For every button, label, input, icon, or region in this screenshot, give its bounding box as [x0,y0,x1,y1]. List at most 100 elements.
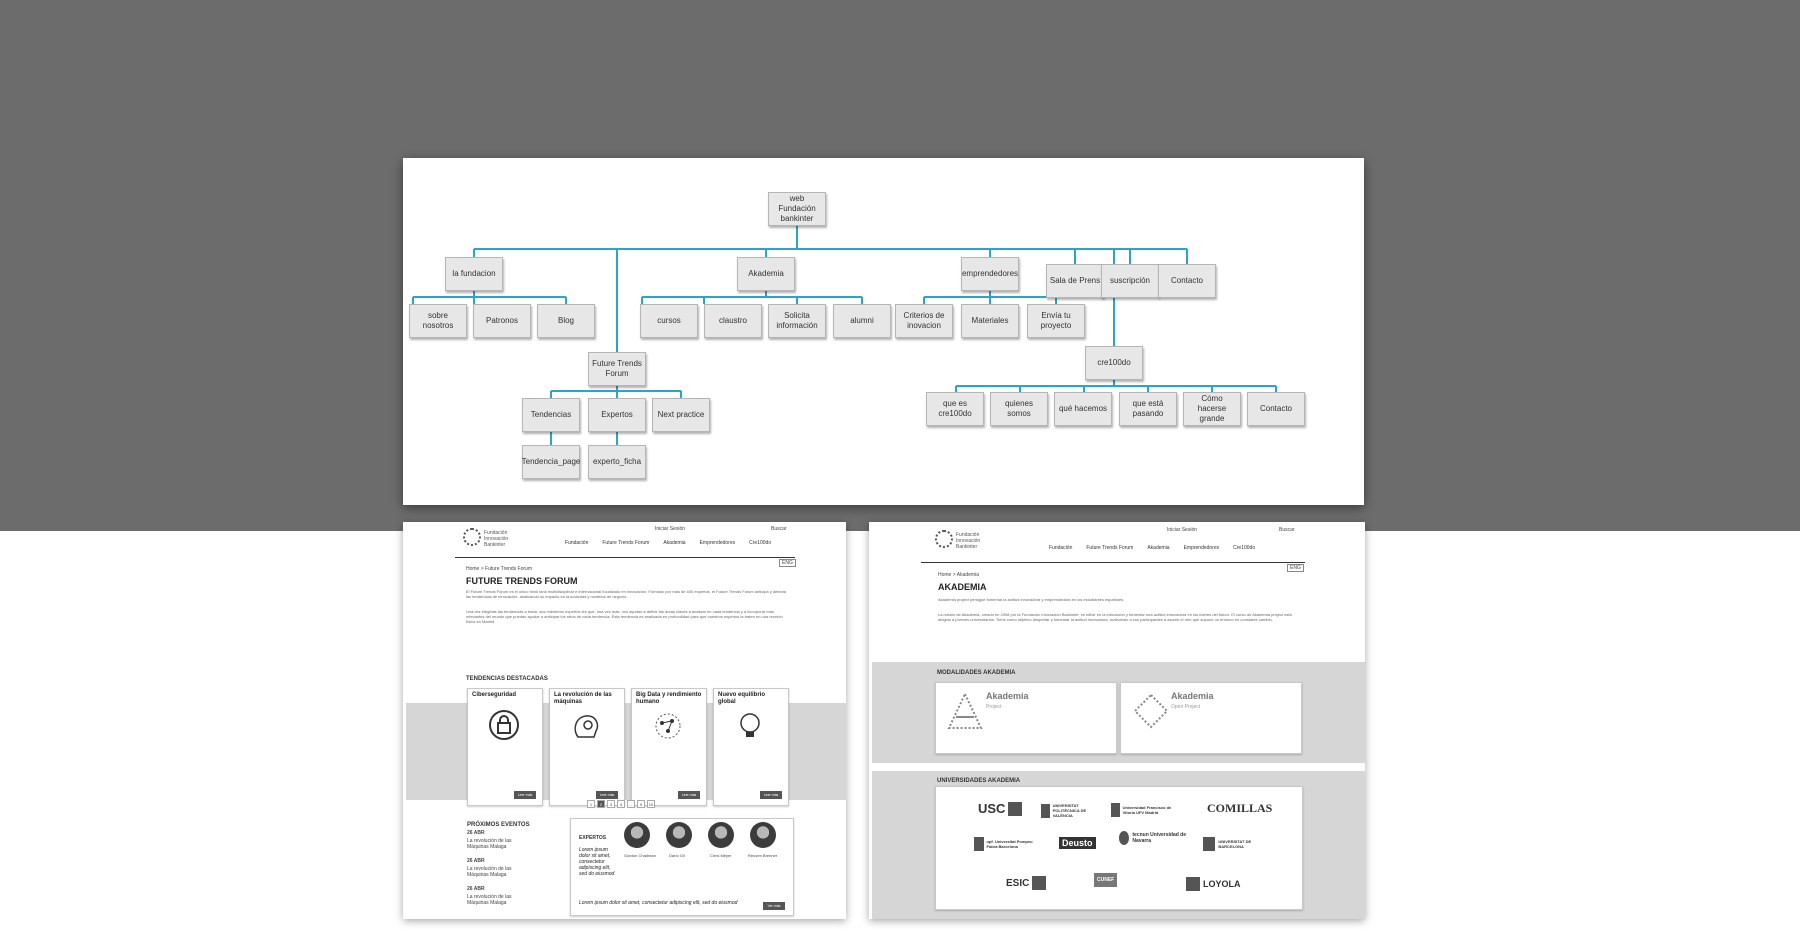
expert-name: Darío Gil [669,853,685,858]
node-tendencia-page: Tendencia_page [522,445,580,479]
expert-avatar[interactable] [750,822,776,848]
nav-future-trends-forum[interactable]: Future Trends Forum [602,540,650,546]
node-alumni: alumni [833,304,891,338]
node-patronos: Patronos [473,304,531,338]
expert-name: Chris Meyer [710,853,732,858]
lang-button[interactable]: ENG [779,559,796,567]
expert-name: Reuven Brenner [748,853,778,858]
see-more-button[interactable]: Ver más [763,902,785,910]
trend-card-title: Nuevo equilibrio global [718,692,766,705]
read-more-button[interactable]: Leer más [760,791,782,799]
main-nav: Fundación Future Trends Forum Akademia E… [565,540,771,546]
sitemap-panel: web Fundación bankinter la fundacion Aka… [403,158,1364,505]
logo-ufv: Universidad Francisco de Vitoria UFV Mad… [1111,803,1175,817]
trend-card-1[interactable]: Ciberseguridad Leer más [467,688,543,806]
node-suscripcion: suscripción [1101,264,1159,298]
node-cre100do: cre100do [1085,346,1143,380]
connector-lines [412,218,1277,445]
akademia-a-logo-icon [947,691,983,729]
modality-card-open-project[interactable]: Akademia Open Project [1120,682,1302,754]
node-envia-tu-proyecto: Envía tu proyecto [1027,304,1085,338]
logo-deusto: Deusto [1059,837,1096,849]
nav-fundacion[interactable]: Fundación [1049,545,1073,551]
page-title: FUTURE TRENDS FORUM [466,576,578,586]
logo-cunef: CUNEF [1094,873,1118,887]
pager-page-1[interactable]: 1 [587,800,595,808]
nav-akademia[interactable]: Akademia [1147,545,1170,551]
modality-name: Akademia [986,691,1029,701]
trend-card-4[interactable]: Nuevo equilibrio global Leer más [713,688,789,806]
page-title: AKADEMIA [938,582,987,592]
expert-avatar[interactable] [624,822,650,848]
node-next-practice: Next practice [652,398,710,432]
node-akademia: Akademia [737,257,795,291]
read-more-button[interactable]: Leer más [678,791,700,799]
node-root: web Fundación bankinter [768,192,826,226]
pager-page-4[interactable]: 4 [617,800,625,808]
logo-icon [935,530,953,548]
trend-card-2[interactable]: La revolución de las máquinas Leer más [549,688,625,806]
logo-comillas: COMILLAS [1207,801,1273,815]
brain-gear-icon [574,715,599,738]
event-date: 26 ABR [467,830,485,836]
search-link[interactable]: Buscar [771,526,787,532]
search-link[interactable]: Buscar [1279,527,1295,533]
nav-divider [455,557,795,558]
network-head-icon [655,713,681,739]
node-quienes-somos: quienes somos [990,392,1048,426]
node-claustro: claustro [704,304,762,338]
pager-page-9[interactable]: 9 [637,800,645,808]
universities-box: USC UNIVERSITAT POLITÈCNICA DE VALÈNCIA … [935,786,1303,910]
pager-page-3[interactable]: 3 [607,800,615,808]
logo-upv: UNIVERSITAT POLITÈCNICA DE VALÈNCIA [1041,803,1103,818]
akademia-diamond-logo-icon [1133,693,1169,729]
pager-page-10[interactable]: 10 [647,800,655,808]
nav-cre100do[interactable]: Cre100do [1233,545,1256,551]
node-blog: Blog [537,304,595,338]
expert-avatar[interactable] [708,822,734,848]
trend-card-title: Big Data y rendimiento humano [636,692,702,705]
modality-sub: Project [986,704,1002,710]
modality-card-project[interactable]: Akademia Project [935,682,1117,754]
nav-cre100do[interactable]: Cre100do [749,540,772,546]
login-link[interactable]: Iniciar Sesión [655,526,686,532]
section-modalities-title: MODALIDADES AKADEMIA [937,670,1016,676]
breadcrumb: Home > Akademia [938,572,979,578]
logo-upf: upf. Universitat Pompeu Fabra Barcelona [974,837,1040,851]
logo-ub: UNIVERSITAT DE BARCELONA [1203,837,1271,851]
pager-page-2[interactable]: 2 [597,800,605,808]
read-more-button[interactable]: Leer más [514,791,536,799]
nav-future-trends-forum[interactable]: Future Trends Forum [1086,545,1134,551]
expert-avatar[interactable] [666,822,692,848]
body-text: Una vez elegidas las tendencias a tratar… [466,609,783,624]
section-trends-title: TENDENCIAS DESTACADAS [466,676,548,682]
login-link[interactable]: Iniciar Sesión [1167,527,1198,533]
experts-quote: Lorem ipsum dolor sit amet, consectetur … [579,847,615,877]
node-experto-ficha: experto_ficha [588,445,646,479]
node-materiales: Materiales [961,304,1019,338]
nav-emprendedores[interactable]: Emprendedores [699,540,736,546]
modality-sub: Open Project [1171,704,1201,710]
node-criterios-de-inovacion: Criterios de inovacion [895,304,953,338]
nav-akademia[interactable]: Akademia [663,540,686,546]
logo-text: Fundación Innovación Bankinter [956,532,981,550]
node-cre100do-contacto: Contacto [1247,392,1305,426]
trend-card-title: Ciberseguridad [472,692,517,698]
trend-card-title: La revolución de las máquinas [554,692,612,705]
trend-card-3[interactable]: Big Data y rendimiento humano Leer más [631,688,707,806]
lang-button[interactable]: ENG [1287,564,1304,572]
node-la-fundacion: la fundacion [445,257,503,291]
node-que-es-cre100do: que es cre100do [926,392,984,426]
node-que-hacemos: qué hacemos [1054,392,1112,426]
read-more-button[interactable]: Leer más [596,791,618,799]
logo-usc: USC [978,801,1023,816]
event-text: La revolución de las Máquinas Malaga [467,866,512,878]
nav-fundacion[interactable]: Fundación [565,540,589,546]
node-solicita-informacion: Solicita información [768,304,826,338]
wireframe-akademia: Iniciar Sesión Buscar Fundación Innovaci… [869,522,1365,919]
node-como-hacerse-grande: Cómo hacerse grande [1183,392,1241,426]
experts-footer-text: Lorem ipsum dolor sit amet, consectetur … [579,900,738,906]
breadcrumb: Home > Future Trends Forum [466,566,532,572]
node-sobre-nosotros: sobre nosotros [409,304,467,338]
nav-emprendedores[interactable]: Emprendedores [1183,545,1220,551]
